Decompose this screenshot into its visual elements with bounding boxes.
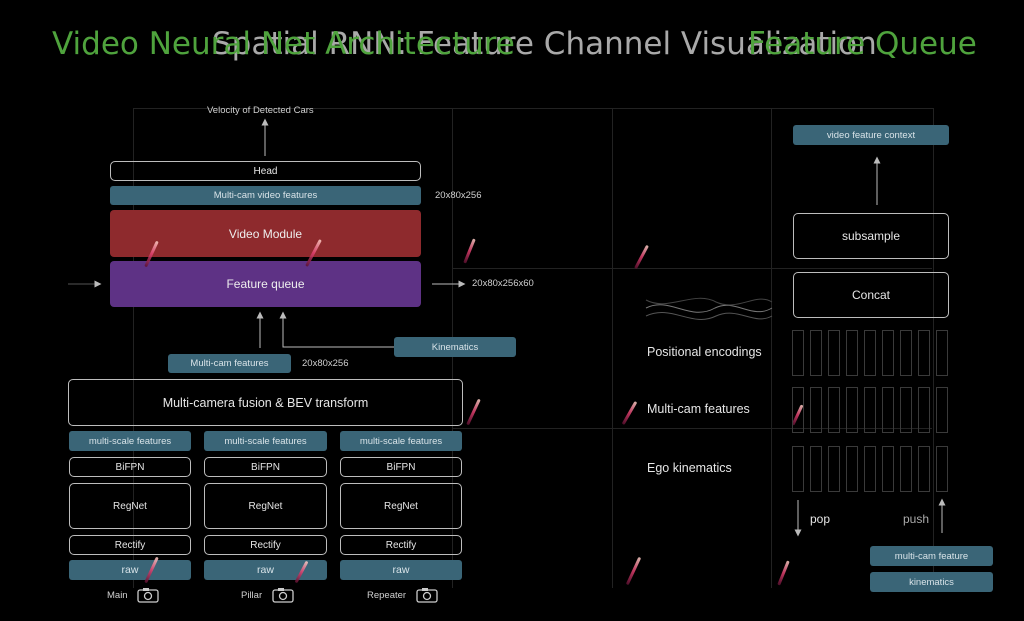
video-module-label: Video Module <box>228 226 303 241</box>
raw-block-pillar: raw <box>204 560 327 580</box>
grid-line <box>133 108 933 109</box>
pop-label: pop <box>810 512 831 526</box>
video-context-label: video feature context <box>826 129 916 141</box>
bifpn-label: BiFPN <box>115 461 145 473</box>
camera-icon <box>272 587 294 608</box>
rectify-label: Rectify <box>385 539 417 551</box>
input-kinematics-label: kinematics <box>909 576 954 588</box>
title-video-net: Video Neural Net Architecture <box>52 26 515 62</box>
multicam-features-dim: 20x80x256 <box>302 358 349 369</box>
positional-encodings-label: Positional encodings <box>647 345 762 359</box>
input-feature-label: multi-cam feature <box>894 550 969 562</box>
raw-block-repeater: raw <box>340 560 462 580</box>
output-label: Velocity of Detected Cars <box>207 105 314 116</box>
raw-label: raw <box>121 564 139 576</box>
regnet-block-pillar: RegNet <box>204 483 327 529</box>
multicam-features-label: Multi-cam features <box>190 358 269 369</box>
video-features-dim: 20x80x256 <box>435 190 482 201</box>
multicam-row-label: Multi-cam features <box>647 402 750 416</box>
grid-line <box>612 108 613 588</box>
rectify-block-main: Rectify <box>69 535 191 555</box>
kinematics-label: Kinematics <box>431 341 479 353</box>
rectify-block-pillar: Rectify <box>204 535 327 555</box>
msf-block-repeater: multi-scale features <box>340 431 462 451</box>
kinematics-block: Kinematics <box>394 337 516 357</box>
ego-kinematics-label: Ego kinematics <box>647 461 732 475</box>
title-feature-queue: Feature Queue <box>748 26 977 62</box>
raw-label: raw <box>392 564 410 576</box>
feature-queue-block: Feature queue <box>110 261 421 307</box>
camera-label-main: Main <box>107 590 128 601</box>
regnet-label: RegNet <box>248 500 283 512</box>
push-label: push <box>903 512 930 526</box>
video-features-block: Multi-cam video features <box>110 186 421 205</box>
grid-line <box>933 108 934 588</box>
queue-grid-kinematics <box>792 446 952 492</box>
video-context-block: video feature context <box>793 125 949 145</box>
feature-queue-dim: 20x80x256x60 <box>472 278 534 289</box>
regnet-label: RegNet <box>384 500 418 512</box>
bifpn-block-repeater: BiFPN <box>340 457 462 477</box>
subsample-label: subsample <box>841 229 901 243</box>
regnet-block-repeater: RegNet <box>340 483 462 529</box>
fusion-label: Multi-camera fusion & BEV transform <box>162 395 369 410</box>
feature-queue-label: Feature queue <box>226 277 305 291</box>
bifpn-label: BiFPN <box>386 461 416 473</box>
bifpn-block-main: BiFPN <box>69 457 191 477</box>
video-features-label: Multi-cam video features <box>213 190 318 201</box>
subsample-block: subsample <box>793 213 949 259</box>
title-spatial-rnn: Spatial RNN: Feature Channel Visualizati… <box>212 26 877 62</box>
msf-label: multi-scale features <box>88 435 172 447</box>
raw-block-main: raw <box>69 560 191 580</box>
queue-grid-positional <box>792 330 952 376</box>
multicam-features-block: Multi-cam features <box>168 354 291 373</box>
camera-icon <box>416 587 438 608</box>
concat-block: Concat <box>793 272 949 318</box>
raw-label: raw <box>257 564 274 576</box>
fusion-block: Multi-camera fusion & BEV transform <box>68 379 463 426</box>
queue-grid-multicam <box>792 387 952 433</box>
bifpn-block-pillar: BiFPN <box>204 457 327 477</box>
video-module-block: Video Module <box>110 210 421 257</box>
bifpn-label: BiFPN <box>251 461 280 473</box>
grid-line <box>452 268 932 269</box>
regnet-block-main: RegNet <box>69 483 191 529</box>
rectify-block-repeater: Rectify <box>340 535 462 555</box>
input-kinematics-block: kinematics <box>870 572 993 592</box>
head-label: Head <box>253 165 278 177</box>
grid-line <box>452 428 932 429</box>
regnet-label: RegNet <box>113 500 147 512</box>
camera-label-repeater: Repeater <box>367 590 407 601</box>
concat-label: Concat <box>851 288 891 302</box>
rectify-label: Rectify <box>114 539 146 551</box>
rectify-label: Rectify <box>250 539 281 551</box>
grid-line <box>771 108 772 588</box>
head-block: Head <box>110 161 421 181</box>
msf-block-pillar: multi-scale features <box>204 431 327 451</box>
camera-label-pillar: Pillar <box>241 590 263 601</box>
msf-label: multi-scale features <box>224 435 307 447</box>
msf-block-main: multi-scale features <box>69 431 191 451</box>
camera-icon <box>137 587 159 608</box>
input-feature-block: multi-cam feature <box>870 546 993 566</box>
msf-label: multi-scale features <box>359 435 443 447</box>
grid-line <box>133 108 134 588</box>
